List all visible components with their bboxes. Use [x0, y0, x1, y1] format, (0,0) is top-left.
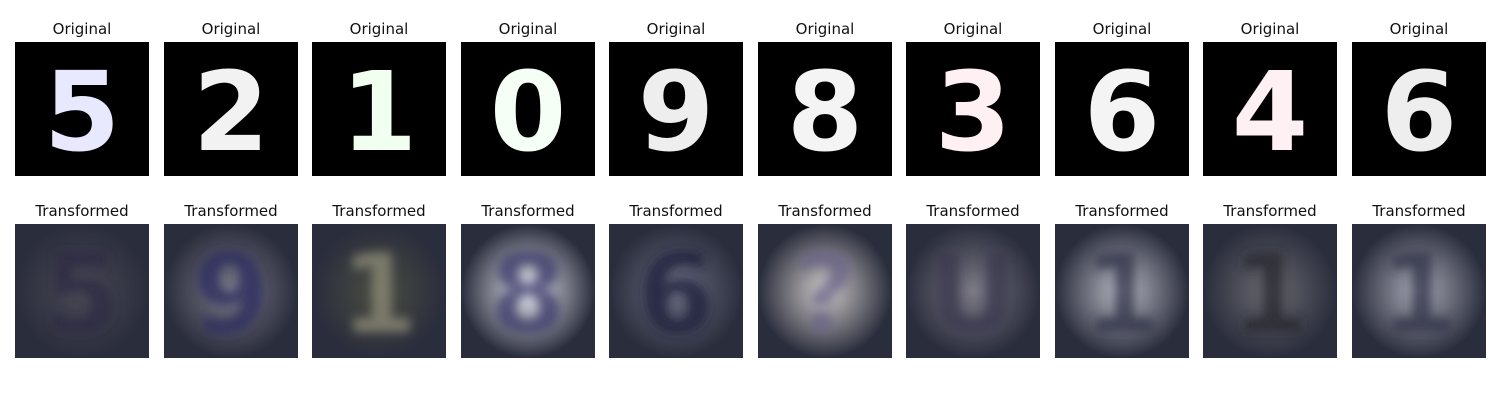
transformed-title: Transformed [778, 202, 872, 220]
transformed-digit-image: 6 [609, 224, 743, 358]
original-digit-image: 0 [461, 42, 595, 176]
original-title: Original [646, 20, 706, 38]
transformed-glyph: 6 [638, 230, 715, 358]
transformed-title: Transformed [1223, 202, 1317, 220]
digit-glyph: 8 [787, 48, 864, 176]
original-title: Original [795, 20, 855, 38]
transformed-title: Transformed [332, 202, 426, 220]
original-digit-image: 6 [1055, 42, 1189, 176]
original-digit-image: 4 [1203, 42, 1337, 176]
digit-glyph: 0 [490, 48, 567, 176]
transformed-glyph: 8 [490, 230, 567, 358]
original-title: Original [498, 20, 558, 38]
original-title: Original [943, 20, 1003, 38]
transformed-glyph: ? [793, 230, 857, 358]
transformed-glyph: 1 [1084, 230, 1161, 358]
digit-glyph: 3 [935, 48, 1012, 176]
transformed-glyph: 5 [44, 230, 121, 358]
original-title: Original [1240, 20, 1300, 38]
original-digit-image: 9 [609, 42, 743, 176]
transformed-digit-image: 1 [1352, 224, 1486, 358]
transformed-digit-image: 5 [15, 224, 149, 358]
original-title: Original [349, 20, 409, 38]
digit-glyph: 9 [638, 48, 715, 176]
transformed-glyph: U [928, 230, 1017, 358]
transformed-glyph: 1 [341, 230, 418, 358]
transformed-digit-image: 1 [1055, 224, 1189, 358]
original-digit-image: 8 [758, 42, 892, 176]
transformed-digit-image: 8 [461, 224, 595, 358]
original-digit-image: 3 [906, 42, 1040, 176]
transformed-title: Transformed [926, 202, 1020, 220]
original-title: Original [1389, 20, 1449, 38]
digit-glyph: 2 [193, 48, 270, 176]
transformed-glyph: 9 [193, 230, 270, 358]
digit-glyph: 1 [341, 48, 418, 176]
original-digit-image: 6 [1352, 42, 1486, 176]
original-digit-image: 5 [15, 42, 149, 176]
transformed-digit-image: 9 [164, 224, 298, 358]
transformed-glyph: 1 [1381, 230, 1458, 358]
transformed-glyph: 1 [1232, 230, 1309, 358]
transformed-title: Transformed [35, 202, 129, 220]
digit-glyph: 4 [1232, 48, 1309, 176]
transformed-digit-image: 1 [1203, 224, 1337, 358]
transformed-title: Transformed [184, 202, 278, 220]
transformed-title: Transformed [1075, 202, 1169, 220]
original-digit-image: 2 [164, 42, 298, 176]
digit-glyph: 5 [44, 48, 121, 176]
original-title: Original [201, 20, 261, 38]
transformed-digit-image: U [906, 224, 1040, 358]
original-title: Original [52, 20, 112, 38]
original-title: Original [1092, 20, 1152, 38]
transformed-title: Transformed [1372, 202, 1466, 220]
digit-glyph: 6 [1084, 48, 1161, 176]
original-digit-image: 1 [312, 42, 446, 176]
digit-glyph: 6 [1381, 48, 1458, 176]
transformed-digit-image: ? [758, 224, 892, 358]
transformed-title: Transformed [629, 202, 723, 220]
transformed-digit-image: 1 [312, 224, 446, 358]
transformed-title: Transformed [481, 202, 575, 220]
